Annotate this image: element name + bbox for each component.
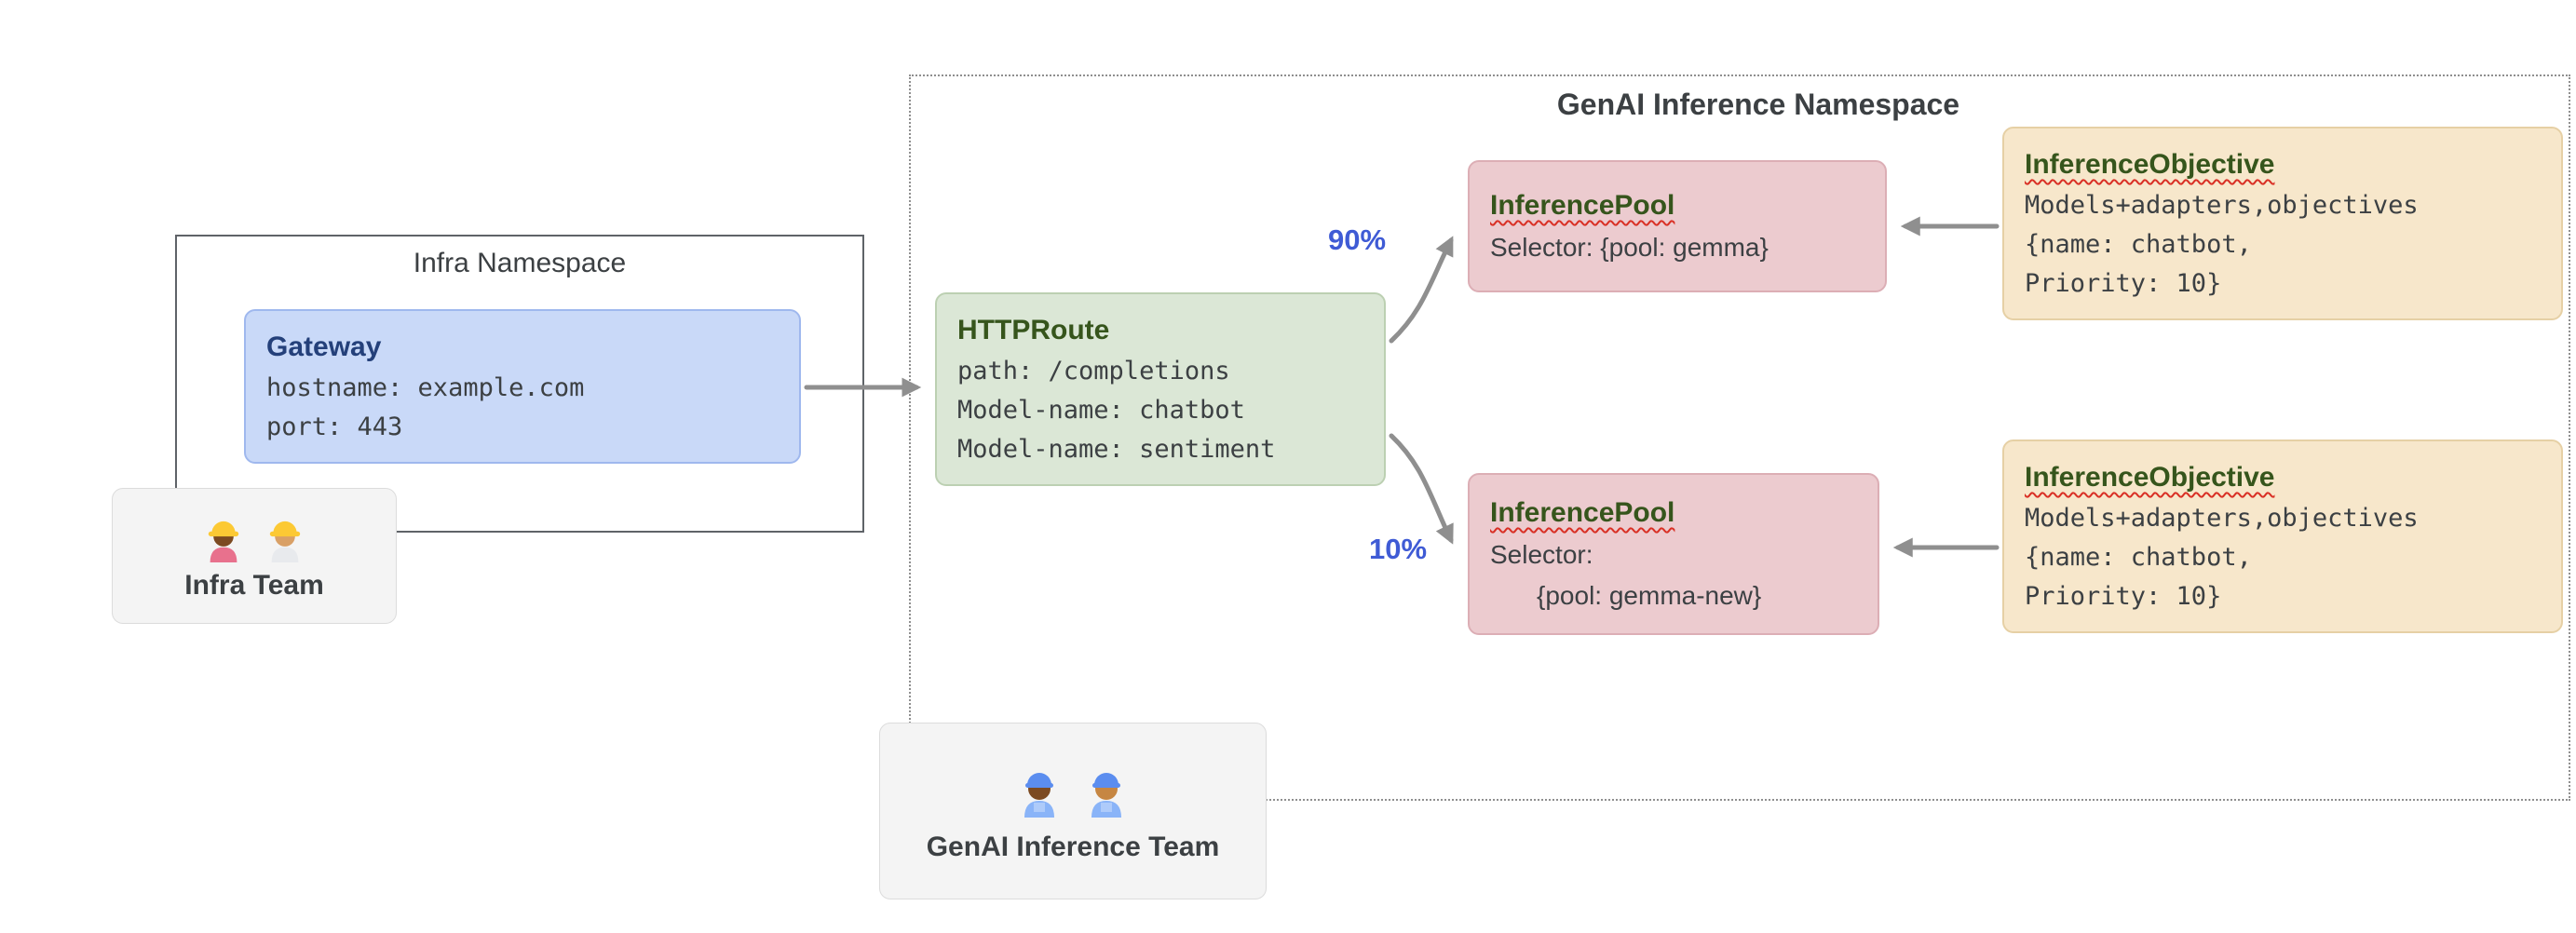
inference-objective-bottom-models-line: Models+adapters,objectives <box>2025 504 2419 533</box>
inference-pool-top-box: InferencePool Selector: {pool: gemma} <box>1468 160 1887 292</box>
inference-pool-bottom-box: InferencePool Selector: {pool: gemma-new… <box>1468 473 1879 635</box>
httproute-model-sentiment-line: Model-name: sentiment <box>957 435 1276 464</box>
mechanic-dark-icon <box>1024 773 1054 818</box>
inference-objective-bottom-priority-line: Priority: 10} <box>2025 582 2222 611</box>
inference-objective-bottom-box: InferenceObjective Models+adapters,objec… <box>2002 439 2563 633</box>
gateway-port-line: port: 443 <box>266 412 403 441</box>
inference-objective-bottom-title: InferenceObjective <box>2025 462 2275 493</box>
inference-pool-bottom-selector-line: Selector: <box>1490 540 1593 569</box>
construction-worker-light-icon <box>269 521 301 562</box>
gateway-title: Gateway <box>266 331 382 362</box>
inference-objective-bottom-name-line: {name: chatbot, <box>2025 543 2252 572</box>
inference-pool-top-selector-line: Selector: {pool: gemma} <box>1490 233 1769 262</box>
genai-team-label: GenAI Inference Team <box>926 832 1220 862</box>
httproute-title: HTTPRoute <box>957 315 1110 345</box>
inference-objective-top-name-line: {name: chatbot, <box>2025 230 2252 259</box>
gateway-hostname-line: hostname: example.com <box>266 373 585 402</box>
traffic-split-90-label: 90% <box>1328 223 1387 256</box>
httproute-model-chatbot-line: Model-name: chatbot <box>957 396 1245 425</box>
mechanic-medium-icon <box>1091 773 1121 818</box>
infra-team-label: Infra Team <box>184 570 324 601</box>
inference-objective-top-priority-line: Priority: 10} <box>2025 269 2222 298</box>
inference-pool-bottom-title: InferencePool <box>1490 497 1675 528</box>
traffic-split-10-label: 10% <box>1369 533 1428 565</box>
gateway-box: Gateway hostname: example.com port: 443 <box>244 309 801 464</box>
genai-namespace-box <box>909 74 2570 801</box>
construction-worker-dark-icon <box>208 521 239 562</box>
inference-objective-top-box: InferenceObjective Models+adapters,objec… <box>2002 127 2563 320</box>
infra-team-icons <box>198 510 310 564</box>
httproute-box: HTTPRoute path: /completions Model-name:… <box>935 292 1386 486</box>
genai-team-icons <box>1011 759 1134 820</box>
inference-pool-bottom-selector-value-line: {pool: gemma-new} <box>1537 581 1762 610</box>
genai-team-box: GenAI Inference Team <box>879 723 1267 899</box>
inference-objective-top-models-line: Models+adapters,objectives <box>2025 191 2419 220</box>
genai-namespace-title: GenAI Inference Namespace <box>1556 88 1960 121</box>
inference-objective-top-title: InferenceObjective <box>2025 149 2275 180</box>
infra-team-box: Infra Team <box>112 488 397 624</box>
inference-pool-top-title: InferencePool <box>1490 190 1675 221</box>
infra-namespace-title: Infra Namespace <box>413 248 627 278</box>
httproute-path-line: path: /completions <box>957 357 1230 385</box>
